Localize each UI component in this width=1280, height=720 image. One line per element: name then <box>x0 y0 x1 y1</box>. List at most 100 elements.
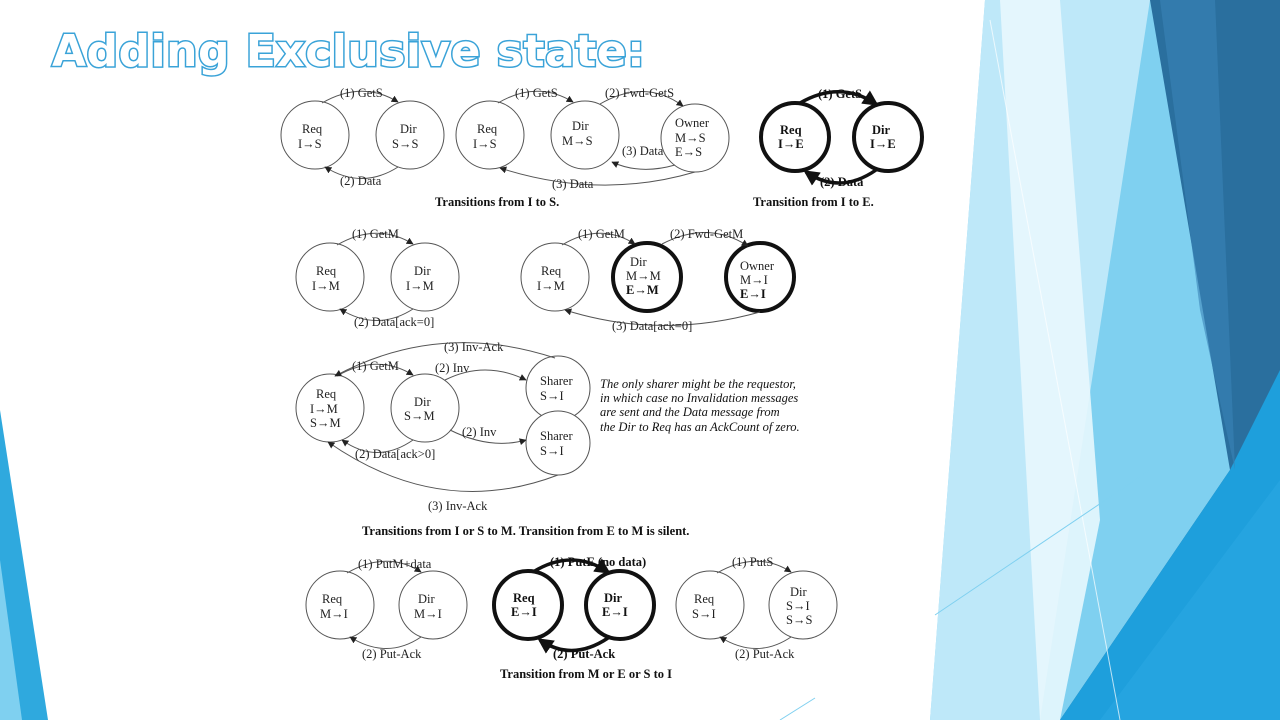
edge-data <box>803 168 877 186</box>
edge-label: (3) Data[ack=0] <box>612 319 692 333</box>
node-state: S→I <box>540 389 564 403</box>
edge-data <box>324 166 399 179</box>
node-state: I→M <box>406 279 434 293</box>
edge-label: (1) GetS <box>818 87 862 101</box>
node-name: Dir <box>418 592 436 606</box>
edge-putm <box>346 560 422 574</box>
edge-data <box>339 308 414 321</box>
diagram-i-to-s-basic: (1) GetS (2) Data Req I→S Dir S→S <box>280 86 445 188</box>
node-state: S→S <box>392 137 418 151</box>
dir-node <box>390 373 460 443</box>
node-name: Dir <box>604 591 623 605</box>
node-state: E→M <box>626 283 659 297</box>
dir-node <box>390 242 460 312</box>
node-name: Req <box>302 122 323 136</box>
diagram-i-to-m-basic: (1) GetM (2) Data[ack=0] Req I→M Dir I→M <box>295 227 460 329</box>
node-state: I→S <box>473 137 497 151</box>
edge-label: (1) PutE (no data) <box>550 555 646 569</box>
node-name: Req <box>541 264 562 278</box>
diagram-to-m-sharers: (3) Inv-Ack (1) GetM (2) Inv (2) Inv (2)… <box>295 340 800 513</box>
slide-title: Adding Exclusive state: <box>52 26 645 77</box>
edge-data <box>341 439 414 453</box>
edge-put-ack <box>349 636 422 649</box>
node-state: S→I <box>692 607 716 621</box>
node-name: Dir <box>572 119 590 133</box>
edge-label: (2) Inv <box>462 425 497 439</box>
node-name: Req <box>316 387 337 401</box>
node-state: M→I <box>414 607 442 621</box>
node-name: Req <box>322 592 343 606</box>
node-name: Dir <box>872 123 891 137</box>
node-name: Dir <box>414 395 432 409</box>
req-node <box>675 570 745 640</box>
req-node <box>759 101 831 173</box>
edge-label: (2) Data <box>820 175 864 189</box>
req-node <box>280 100 350 170</box>
node-name: Req <box>780 123 802 137</box>
diagram-e-to-i: (1) PutE (no data) (2) Put-Ack Req E→I D… <box>492 555 656 661</box>
node-state: I→E <box>870 137 896 151</box>
diagram-m-to-i: (1) PutM+data (2) Put-Ack Req M→I Dir M→… <box>305 557 468 661</box>
node-state: M→M <box>626 269 661 283</box>
diagram-i-to-e: (1) GetS (2) Data Req I→E Dir I→E <box>759 87 924 189</box>
edge-fwd-gets <box>599 91 684 107</box>
node-name: Req <box>316 264 337 278</box>
edge-label: (2) Data[ack>0] <box>355 447 435 461</box>
dir-node <box>375 100 445 170</box>
edge-label: (3) Data <box>622 144 664 158</box>
req-node <box>520 242 590 312</box>
node-state: E→I <box>740 287 766 301</box>
sharer-node-1 <box>525 355 591 421</box>
dir-node <box>550 100 620 170</box>
req-node <box>305 570 375 640</box>
edge-label: (1) GetM <box>352 227 399 241</box>
note-line: The only sharer might be the requestor, <box>600 377 796 391</box>
note-line: the Dir to Req has an AckCount of zero. <box>600 420 800 434</box>
edge-puts <box>716 560 792 574</box>
dir-node <box>584 569 656 641</box>
edge-put-ack <box>537 636 609 654</box>
edge-inv-2 <box>449 429 527 446</box>
edge-gets <box>321 90 399 104</box>
caption-i-to-e: Transition from I to E. <box>753 195 874 209</box>
diagram-s-to-i: (1) PutS (2) Put-Ack Req S→I Dir S→I S→S <box>675 555 838 661</box>
node-state: M→S <box>675 131 706 145</box>
node-state: I→E <box>778 137 804 151</box>
node-name: Sharer <box>540 429 573 443</box>
node-state: I→M <box>310 402 338 416</box>
edge-getm <box>561 232 636 246</box>
node-state: I→S <box>298 137 322 151</box>
node-state: E→I <box>602 605 628 619</box>
edge-fwd-getm <box>661 232 749 247</box>
node-state: E→I <box>511 605 537 619</box>
edge-label: (2) Fwd-GetS <box>605 86 674 100</box>
node-name: Req <box>477 122 498 136</box>
edge-label: (3) Data <box>552 177 594 191</box>
node-state: S→I <box>540 444 564 458</box>
edge-label: (3) Inv-Ack <box>428 499 488 513</box>
node-name: Dir <box>400 122 418 136</box>
node-state: M→I <box>740 273 768 287</box>
dir-node <box>852 101 924 173</box>
edge-label: (1) GetS <box>515 86 558 100</box>
edge-label: (2) Data <box>340 174 382 188</box>
edge-label: (2) Put-Ack <box>362 647 422 661</box>
node-name: Sharer <box>540 374 573 388</box>
node-state: E→S <box>675 145 702 159</box>
caption-i-to-s: Transitions from I to S. <box>435 195 559 209</box>
caption-to-m: Transitions from I or S to M. Transition… <box>362 524 689 538</box>
edge-data <box>564 308 761 327</box>
node-name: Dir <box>414 264 432 278</box>
node-state: M→I <box>320 607 348 621</box>
node-name: Req <box>694 592 715 606</box>
dir-node <box>611 241 683 313</box>
node-name: Req <box>513 591 535 605</box>
edge-label: (1) GetM <box>578 227 625 241</box>
node-state: I→M <box>537 279 565 293</box>
edge-label: (2) Data[ack=0] <box>354 315 434 329</box>
dir-node <box>398 570 468 640</box>
edge-label: (2) Put-Ack <box>735 647 795 661</box>
node-state: S→M <box>404 409 435 423</box>
diagram-i-to-s-owner: (1) GetS (2) Fwd-GetS (3) Data (3) Data … <box>455 86 730 191</box>
